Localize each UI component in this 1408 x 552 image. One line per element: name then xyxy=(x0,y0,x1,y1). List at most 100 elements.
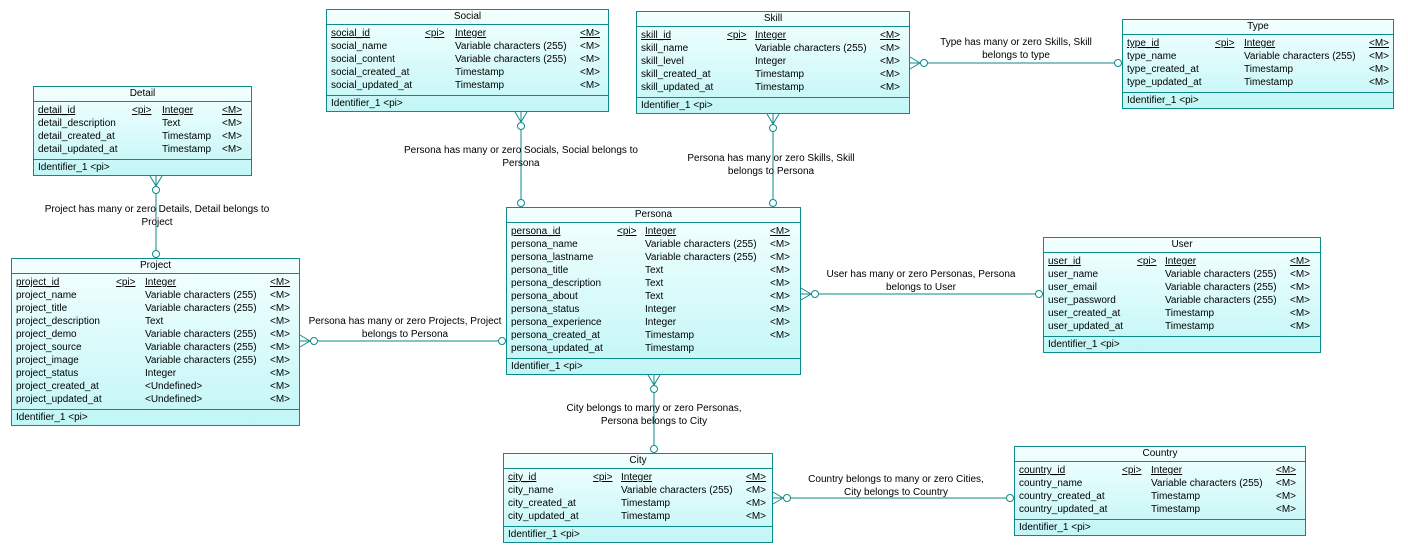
attribute-name: social_created_at xyxy=(331,67,410,78)
entity-identifier: Identifier_1 <pi> xyxy=(1015,519,1305,535)
attribute-mandatory: <M> xyxy=(1290,321,1311,332)
attribute-mandatory: <M> xyxy=(770,252,791,263)
attribute-name: skill_name xyxy=(641,43,689,54)
attribute-mandatory: <M> xyxy=(222,144,243,155)
attribute-name: country_updated_at xyxy=(1019,504,1108,515)
attribute-name: detail_id xyxy=(38,105,76,116)
attribute-name: detail_description xyxy=(38,118,116,129)
attribute-name: skill_level xyxy=(641,56,684,67)
attribute-type: Variable characters (255) xyxy=(755,43,867,54)
relationship-label-line: Country belongs to many or zero Cities, xyxy=(808,474,984,485)
relationship-label-line: User has many or zero Personas, Persona xyxy=(826,269,1016,280)
attribute-name: city_updated_at xyxy=(508,511,579,522)
attribute-name: project_description xyxy=(16,316,100,327)
attribute-mandatory: <M> xyxy=(1369,51,1390,62)
attribute-mandatory: <M> xyxy=(1276,491,1297,502)
entity-identifier: Identifier_1 <pi> xyxy=(504,526,772,542)
attribute-type: Text xyxy=(645,278,664,289)
attribute-name: social_id xyxy=(331,28,370,39)
project-detail-optional-circle xyxy=(152,186,160,194)
attribute-name: user_password xyxy=(1048,295,1116,306)
city-persona-optional-circle xyxy=(650,385,658,393)
attribute-mandatory: <M> xyxy=(270,355,291,366)
persona-social-optional-circle xyxy=(517,122,525,130)
entity-title: City xyxy=(504,454,772,469)
attribute-type: Integer xyxy=(755,56,787,67)
attribute-name: persona_created_at xyxy=(511,330,600,341)
attribute-name: type_updated_at xyxy=(1127,77,1202,88)
attribute-mandatory: <M> xyxy=(270,381,291,392)
attribute-name: country_id xyxy=(1019,465,1066,476)
attribute-mandatory: <M> xyxy=(880,82,901,93)
attribute-type: Integer xyxy=(1165,256,1197,267)
persona-skill-crow-foot xyxy=(766,113,774,125)
attribute-row: project_updated_at<Undefined><M> xyxy=(12,393,299,406)
attribute-name: project_id xyxy=(16,277,60,288)
attribute-mandatory: <M> xyxy=(1369,38,1390,49)
attribute-type: Integer xyxy=(755,30,787,41)
entity-title: Country xyxy=(1015,447,1305,462)
attribute-name: type_name xyxy=(1127,51,1177,62)
attribute-mandatory: <M> xyxy=(270,277,291,288)
attribute-type: Variable characters (255) xyxy=(145,342,257,353)
attribute-name: persona_id xyxy=(511,226,561,237)
attribute-type: Timestamp xyxy=(755,82,805,93)
attribute-mandatory: <M> xyxy=(270,342,291,353)
attribute-mandatory: <M> xyxy=(1276,504,1297,515)
attribute-type: Timestamp xyxy=(645,343,695,354)
attribute-type: Timestamp xyxy=(621,511,671,522)
attribute-mandatory: <M> xyxy=(770,330,791,341)
attribute-type: Timestamp xyxy=(162,144,212,155)
attribute-mandatory: <M> xyxy=(1369,77,1390,88)
attribute-name: project_status xyxy=(16,368,79,379)
relationship-label-line: Project has many or zero Details, Detail… xyxy=(44,204,270,215)
attribute-mandatory: <M> xyxy=(746,472,767,483)
attribute-row: skill_id<pi>Integer<M> xyxy=(637,29,909,42)
persona-project-optional-circle xyxy=(498,337,506,345)
attribute-type: Timestamp xyxy=(455,80,505,91)
attribute-name: detail_updated_at xyxy=(38,144,118,155)
attribute-name: project_image xyxy=(16,355,79,366)
attribute-mandatory: <M> xyxy=(1290,282,1311,293)
attribute-name: user_email xyxy=(1048,282,1097,293)
persona-skill-crow-foot xyxy=(772,113,780,125)
user-persona-crow-foot xyxy=(800,287,812,295)
attribute-type: Timestamp xyxy=(1151,491,1201,502)
attribute-row: social_id<pi>Integer<M> xyxy=(327,27,608,40)
attribute-key: <pi> xyxy=(1215,38,1235,49)
attribute-mandatory: <M> xyxy=(880,43,901,54)
entity-identifier: Identifier_1 <pi> xyxy=(1123,92,1393,108)
attribute-mandatory: <M> xyxy=(270,329,291,340)
attribute-name: city_created_at xyxy=(508,498,576,509)
persona-skill-optional-circle xyxy=(769,199,777,207)
persona-project-optional-circle xyxy=(310,337,318,345)
attribute-name: project_title xyxy=(16,303,68,314)
relationship-label-line: belongs to Persona xyxy=(361,329,449,340)
attribute-mandatory: <M> xyxy=(880,30,901,41)
country-city-crow-foot xyxy=(772,491,784,499)
attribute-name: project_demo xyxy=(16,329,77,340)
